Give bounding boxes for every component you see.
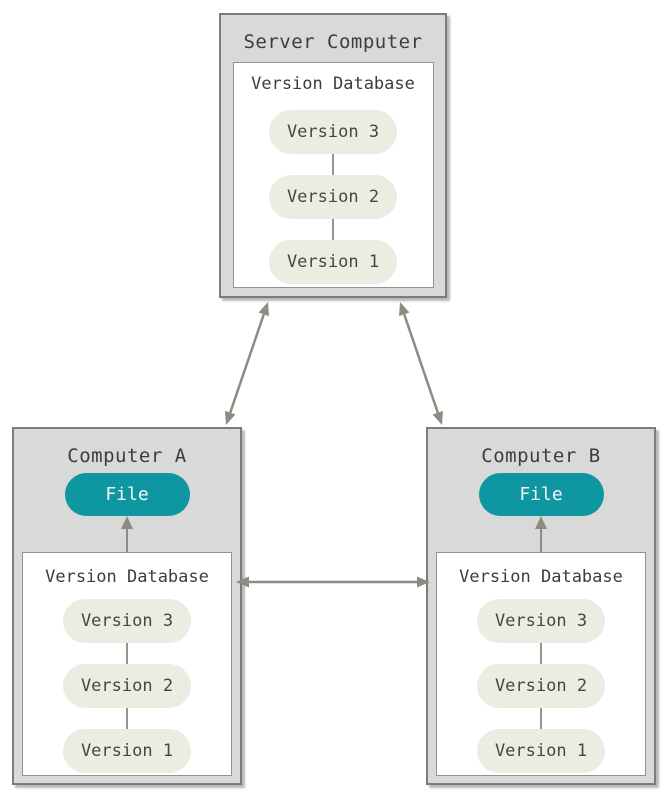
computer-a-file-pill: File [64,473,190,516]
computer-b-title: Computer B [481,445,601,467]
server-version-2-pill: Version 2 [269,175,397,219]
server-version-3-pill: Version 3 [269,110,397,154]
computer-a-checkout-arrow [121,516,133,552]
computer-b-version-database-label: Version Database [459,567,623,587]
computer-a-version-1-pill: Version 1 [63,729,191,773]
server-connector-2-1 [332,219,334,240]
computer-a-title: Computer A [67,445,187,467]
arrow-server-computer-a [225,302,269,425]
computer-a-version-database-panel: Version Database Version 3 Version 2 Ver… [22,552,232,776]
computer-a-version-database-label: Version Database [45,567,209,587]
computer-b-connector-3-2 [540,643,542,664]
computer-b-connector-2-1 [540,708,542,729]
server-connector-3-2 [332,154,334,175]
server-computer-title: Server Computer [243,31,423,53]
server-version-stack: Version 3 Version 2 Version 1 [269,110,397,284]
computer-a-version-2-pill: Version 2 [63,664,191,708]
server-version-database-panel: Version Database Version 3 Version 2 Ver… [232,62,434,288]
arrow-up-icon [535,516,547,529]
computer-b-version-3-pill: Version 3 [477,599,605,643]
server-version-database-label: Version Database [251,74,415,94]
computer-b-checkout-arrow [535,516,547,552]
computer-b-box: Computer B File Version Database Version… [426,427,656,785]
computer-b-version-stack: Version 3 Version 2 Version 1 [477,599,605,773]
computer-b-version-database-panel: Version Database Version 3 Version 2 Ver… [436,552,646,776]
computer-a-connector-3-2 [126,643,128,664]
computer-a-version-stack: Version 3 Version 2 Version 1 [63,599,191,773]
computer-b-version-1-pill: Version 1 [477,729,605,773]
server-computer-box: Server Computer Version Database Version… [219,13,447,298]
computer-b-version-2-pill: Version 2 [477,664,605,708]
arrow-up-icon [121,516,133,529]
computer-a-box: Computer A File Version Database Version… [12,427,242,785]
arrow-server-computer-b [399,302,443,425]
computer-b-file-pill: File [478,473,604,516]
computer-a-connector-2-1 [126,708,128,729]
server-version-1-pill: Version 1 [269,240,397,284]
computer-a-version-3-pill: Version 3 [63,599,191,643]
arrow-computer-a-computer-b [236,576,430,588]
